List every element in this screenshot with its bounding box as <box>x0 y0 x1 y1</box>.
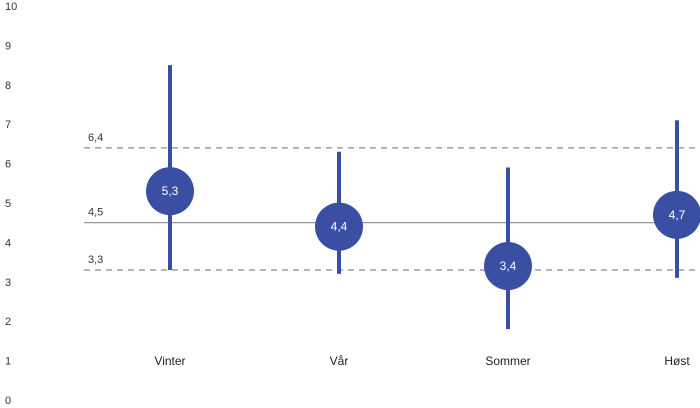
y-tick-label: 0 <box>5 395 11 407</box>
data-point-label: 4,7 <box>669 208 686 222</box>
reference-line-label: 4,5 <box>88 207 103 219</box>
reference-line-label: 3,3 <box>88 254 103 266</box>
y-tick-label: 2 <box>5 316 11 328</box>
y-tick-label: 9 <box>5 40 11 52</box>
y-tick-label: 1 <box>5 356 11 368</box>
data-point-label: 4,4 <box>331 220 348 234</box>
category-label: Vinter <box>154 354 185 368</box>
reference-lines: 6,4 4,5 3,3 <box>84 132 697 271</box>
y-tick-label: 8 <box>5 80 11 92</box>
series: 5,3 4,4 3,4 4,7 <box>146 65 700 330</box>
data-point-marker <box>484 242 532 291</box>
data-point-marker <box>146 167 194 216</box>
data-point-label: 5,3 <box>162 184 179 198</box>
data-point-marker <box>653 190 700 239</box>
y-tick-label: 4 <box>5 237 11 249</box>
category-label: Høst <box>664 354 690 368</box>
reference-line-label: 6,4 <box>88 132 103 144</box>
category-label: Sommer <box>485 354 530 368</box>
y-tick-label: 7 <box>5 119 11 131</box>
y-tick-label: 6 <box>5 159 11 171</box>
y-tick-label: 10 <box>5 1 17 13</box>
category-label: Vår <box>330 354 349 368</box>
x-axis-labels: Vinter Vår Sommer Høst <box>154 354 690 368</box>
data-point-label: 3,4 <box>500 259 517 273</box>
y-tick-label: 3 <box>5 277 11 289</box>
y-tick-label: 5 <box>5 198 11 210</box>
y-axis-ticks: 0 1 2 3 4 5 6 7 8 9 10 <box>5 1 17 407</box>
data-point-marker <box>315 202 363 251</box>
